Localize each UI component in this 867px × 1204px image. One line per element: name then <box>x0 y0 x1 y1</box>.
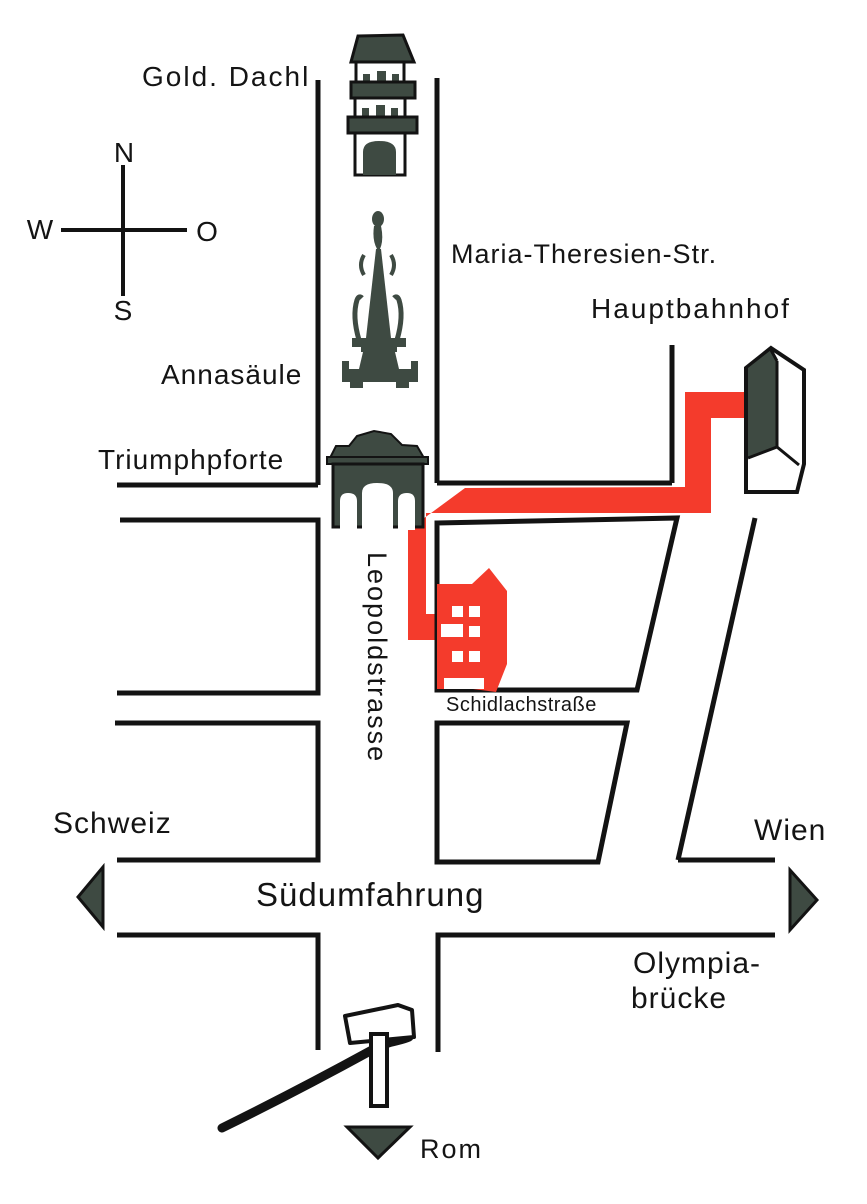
street-line <box>675 517 758 861</box>
gold-dachl-tower-icon <box>346 33 419 177</box>
motorway-ramp-icon <box>217 1003 416 1133</box>
label-hauptbahnhof: Hauptbahnhof <box>591 293 791 324</box>
label-wien: Wien <box>754 814 827 847</box>
compass-south-label: S <box>113 295 133 326</box>
street-lines <box>115 78 775 1052</box>
label-leopoldstrasse: Leopoldstrasse <box>362 552 392 764</box>
destination-building-arrow-icon <box>437 568 507 692</box>
annasaeule-column-icon <box>342 211 418 388</box>
west-arrow-icon <box>76 862 105 932</box>
label-maria-theresien-str: Maria-Theresien-Str. <box>451 239 718 269</box>
label-suedumfahrung: Südumfahrung <box>256 876 485 913</box>
south-arrow-icon <box>343 1125 414 1161</box>
label-olympiabruecke-line2: brücke <box>631 982 728 1015</box>
city-block <box>434 720 631 865</box>
label-annasaeule: Annasäule <box>161 359 303 390</box>
label-rom: Rom <box>420 1134 484 1164</box>
hauptbahnhof-building-icon <box>744 345 806 494</box>
street-line <box>115 720 321 863</box>
compass-east-label: O <box>196 216 218 247</box>
east-arrow-icon <box>788 866 820 934</box>
street-line <box>117 517 321 696</box>
compass-icon <box>61 165 187 296</box>
label-schidlachstrasse: Schidlachstraße <box>446 694 597 716</box>
label-triumphpforte: Triumphpforte <box>98 444 285 475</box>
street-line <box>435 932 775 1052</box>
triumphpforte-arch-icon <box>326 429 429 530</box>
label-schweiz: Schweiz <box>53 807 172 840</box>
label-gold-dachl: Gold. Dachl <box>142 61 311 92</box>
label-olympiabruecke-line1: Olympia- <box>633 947 762 980</box>
compass-north-label: N <box>113 137 135 168</box>
direction-arrows <box>76 862 820 1161</box>
compass-west-label: W <box>26 214 54 245</box>
street-line <box>117 932 321 1050</box>
